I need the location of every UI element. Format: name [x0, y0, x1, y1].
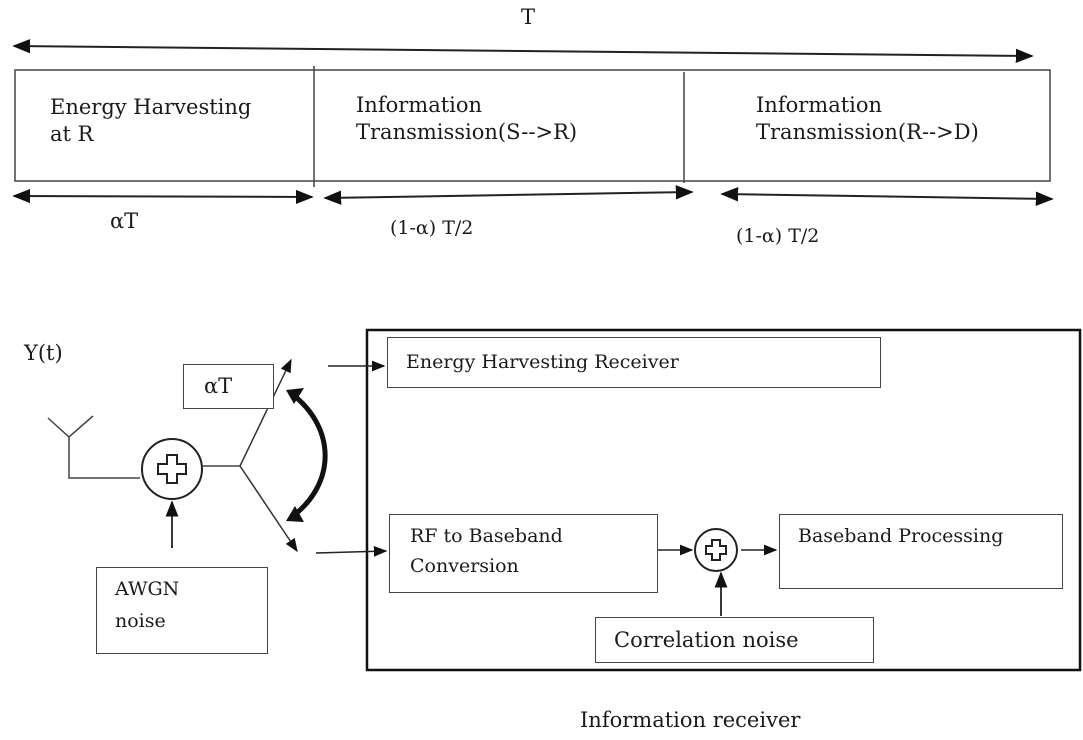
to-rf-baseband-arrow: [315, 545, 388, 557]
correlation-noise-label: Correlation noise: [614, 628, 799, 652]
segment-3-label-line1: Information: [756, 93, 883, 117]
segment-1-label-line2: at R: [50, 122, 94, 146]
segment-3-duration-arrow: [720, 187, 1054, 206]
rf-to-baseband-line2: Conversion: [410, 555, 519, 577]
segment-3-duration-label: (1-α) T/2: [736, 225, 820, 247]
correlation-noise-box: Correlation noise: [595, 617, 874, 663]
total-period-arrow: [12, 38, 1034, 64]
segment-2-label-line2: Transmission(S-->R): [356, 120, 578, 144]
total-period-label: T: [521, 5, 536, 29]
segment-2-duration-label: (1-α) T/2: [390, 217, 474, 239]
energy-harvesting-receiver-label: Energy Harvesting Receiver: [406, 351, 679, 373]
segment-3-label-line2: Transmission(R-->D): [756, 120, 979, 144]
timeline-frame: [14, 69, 1051, 182]
segment-1-duration-arrow: [12, 188, 314, 205]
switch-toggle-arrow: [290, 392, 328, 518]
switch-toggle-arrowhead-top: [286, 388, 304, 404]
switch-toggle-arrowhead-bottom: [286, 506, 304, 522]
switch-time-label: αT: [204, 374, 233, 398]
information-receiver-frame: [365, 328, 1082, 672]
segment-1-duration-label: αT: [110, 209, 139, 233]
awgn-noise-box: AWGN noise: [96, 567, 268, 654]
awgn-adder: [141, 438, 203, 500]
baseband-processing-label: Baseband Processing: [798, 525, 1004, 547]
correlation-adder-plus-icon: [705, 539, 727, 561]
correlation-adder: [694, 528, 738, 572]
segment-2-label-line1: Information: [356, 93, 483, 117]
segment-2-duration-arrow: [323, 185, 694, 205]
baseband-processing-box: Baseband Processing: [779, 514, 1063, 589]
energy-harvesting-receiver-box: Energy Harvesting Receiver: [387, 337, 881, 388]
information-receiver-caption: Information receiver: [580, 708, 801, 732]
awgn-noise-line2: noise: [115, 610, 166, 632]
segment-1-label-line1: Energy Harvesting: [50, 95, 252, 119]
rf-to-baseband-box: RF to Baseband Conversion: [389, 514, 658, 593]
awgn-adder-plus-icon: [157, 454, 187, 484]
antenna-icon: [47, 415, 140, 479]
rf-to-baseband-line1: RF to Baseband: [410, 525, 563, 547]
awgn-noise-line1: AWGN: [115, 578, 180, 600]
switch-upper-branch: [239, 358, 292, 467]
switch-lower-branch: [239, 465, 298, 553]
input-signal-label: Y(t): [24, 341, 63, 365]
switch-time-box: αT: [183, 364, 274, 409]
